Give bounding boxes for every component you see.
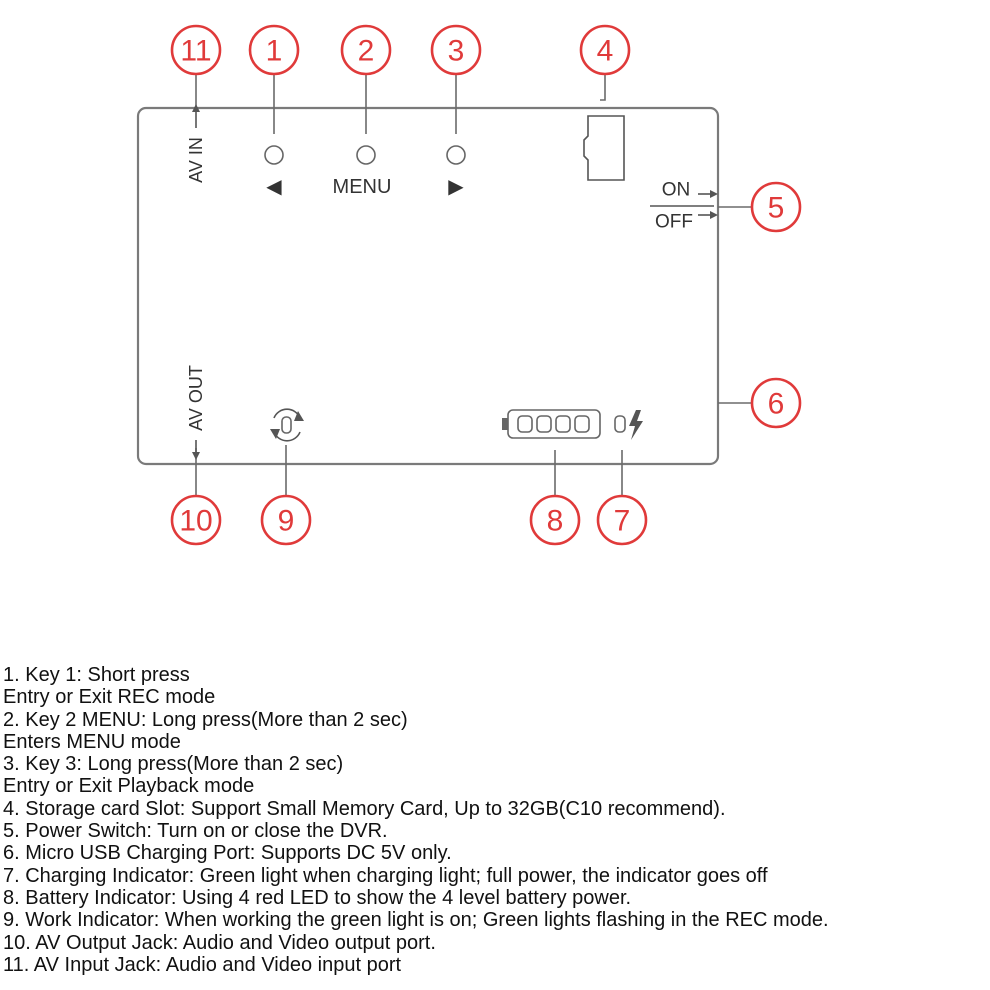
av-in-port: AV IN	[186, 104, 206, 183]
callout-7: 7	[596, 494, 648, 546]
key-1-button: ◀	[264, 145, 284, 198]
battery-indicator	[502, 409, 601, 439]
work-indicator-icon	[270, 408, 304, 442]
svg-text:9: 9	[278, 505, 295, 538]
svg-text:1: 1	[266, 35, 283, 68]
legend-line: 7. Charging Indicator: Green light when …	[3, 864, 768, 887]
callout-4: 4	[579, 24, 631, 76]
off-label: OFF	[655, 212, 693, 233]
battery-led-2	[536, 415, 552, 433]
callout-5: 5	[750, 181, 802, 233]
svg-text:11: 11	[180, 35, 211, 68]
device-outline	[136, 106, 720, 466]
legend-line: 8. Battery Indicator: Using 4 red LED to…	[3, 886, 632, 909]
legend-line: Entry or Exit Playback mode	[3, 775, 255, 798]
callout-1: 1	[248, 24, 300, 76]
av-out-label: AV OUT	[186, 365, 206, 431]
battery-led-1	[517, 415, 533, 433]
battery-led-3	[555, 415, 571, 433]
key-2-menu-button: MENU	[333, 145, 392, 198]
svg-text:7: 7	[614, 505, 631, 538]
battery-led-4	[574, 415, 590, 433]
legend-line: 2. Key 2 MENU: Long press(More than 2 se…	[3, 708, 408, 731]
callout-11: 11	[170, 24, 222, 76]
svg-text:10: 10	[179, 505, 212, 538]
left-arrow-icon: ◀	[266, 176, 282, 198]
legend-line: 1. Key 1: Short press	[3, 664, 190, 686]
av-out-port: AV OUT	[186, 365, 206, 460]
svg-text:4: 4	[597, 35, 614, 68]
lightning-icon	[629, 410, 643, 440]
legend-line: 9. Work Indicator: When working the gree…	[3, 909, 829, 932]
svg-text:6: 6	[768, 388, 785, 421]
right-arrow-icon: ▶	[448, 176, 464, 198]
callout-9: 9	[260, 494, 312, 546]
legend-list: 1. Key 1: Short press Entry or Exit REC …	[3, 664, 988, 976]
leader-4	[600, 75, 606, 101]
legend-line: 5. Power Switch: Turn on or close the DV…	[3, 820, 388, 843]
callout-6: 6	[750, 377, 802, 429]
key-3-button: ▶	[446, 145, 466, 198]
svg-text:5: 5	[768, 192, 785, 225]
svg-text:2: 2	[358, 35, 375, 68]
callout-3: 3	[430, 24, 482, 76]
legend-line: Entry or Exit REC mode	[3, 686, 216, 709]
sd-card-icon	[583, 115, 625, 181]
callout-2: 2	[340, 24, 392, 76]
power-switch: ON OFF	[650, 180, 718, 233]
callout-10: 10	[170, 494, 222, 546]
legend-line: Enters MENU mode	[3, 730, 181, 753]
charging-indicator	[614, 410, 643, 440]
legend-line: 3. Key 3: Long press(More than 2 sec)	[3, 753, 344, 776]
legend-line: 11. AV Input Jack: Audio and Video input…	[3, 953, 402, 976]
legend-line: 10. AV Output Jack: Audio and Video outp…	[3, 931, 436, 954]
legend-line: 4. Storage card Slot: Support Small Memo…	[3, 797, 726, 820]
menu-label: MENU	[333, 176, 392, 198]
svg-text:8: 8	[547, 505, 564, 538]
svg-text:3: 3	[448, 35, 465, 68]
on-label: ON	[662, 180, 691, 201]
callout-8: 8	[529, 494, 581, 546]
device-diagram: AV IN AV OUT ◀ MENU ▶ ON OFF	[136, 24, 802, 546]
legend-line: 6. Micro USB Charging Port: Supports DC …	[3, 842, 452, 865]
av-in-label: AV IN	[186, 137, 206, 183]
